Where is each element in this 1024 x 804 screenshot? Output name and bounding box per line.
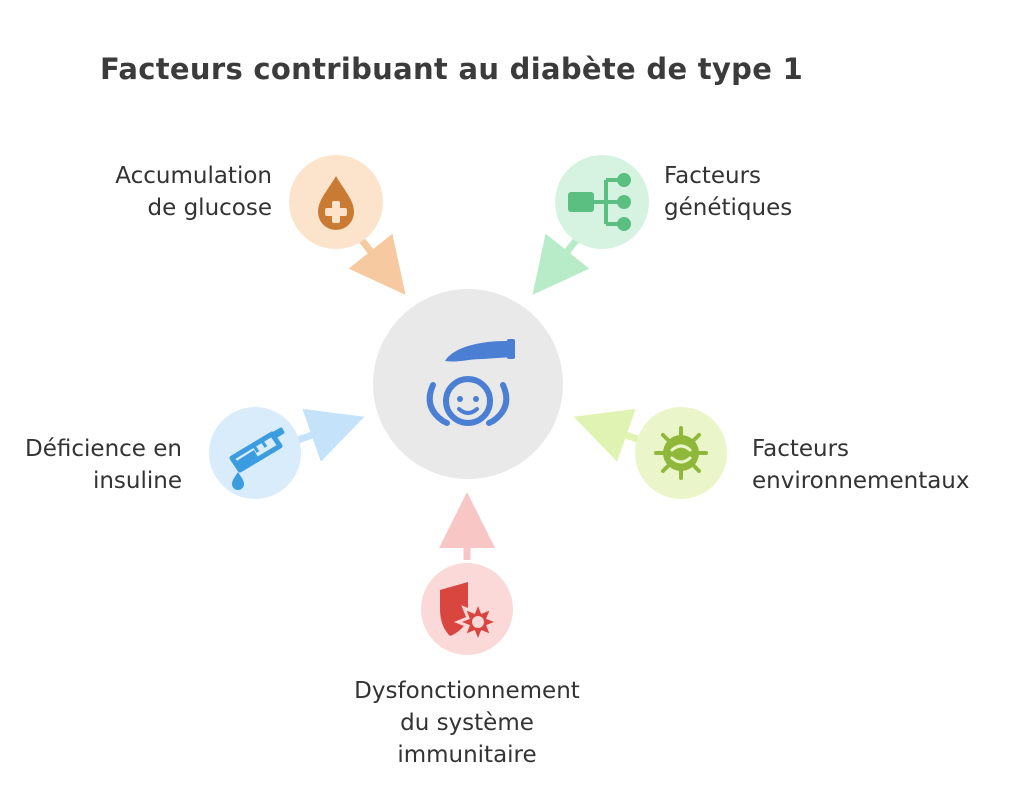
hand-child-icon <box>426 339 515 426</box>
immune-circle <box>421 563 513 655</box>
center-hub <box>373 289 563 479</box>
hierarchy-icon <box>568 173 631 231</box>
node-genetic <box>554 154 650 250</box>
label-genetic: Facteurs génétiques <box>664 163 793 221</box>
insulin-circle <box>209 407 301 499</box>
node-insulin <box>208 406 302 500</box>
label-glucose: Accumulation de glucose <box>115 163 272 221</box>
label-insulin: Déficience en insuline <box>25 436 182 494</box>
node-immune <box>420 562 514 656</box>
arrow-environment <box>573 408 642 462</box>
glucose-circle <box>289 155 383 249</box>
arrow-insulin <box>296 408 365 462</box>
virus-icon <box>654 426 708 480</box>
arrow-genetic <box>532 233 590 295</box>
node-environment <box>634 406 728 500</box>
label-environment: Facteurs environnementaux <box>752 436 970 494</box>
genetic-circle <box>555 155 649 249</box>
diagram-title: Facteurs contribuant au diabète de type … <box>100 52 804 86</box>
shield-burst-icon <box>440 582 503 647</box>
label-immune: Dysfonctionnement du système immunitaire <box>354 678 580 768</box>
environment-circle <box>635 407 727 499</box>
test-tube-icon <box>229 427 285 490</box>
node-glucose <box>288 154 384 250</box>
blood-drop-cross-icon <box>318 176 354 230</box>
arrow-glucose <box>348 233 406 295</box>
